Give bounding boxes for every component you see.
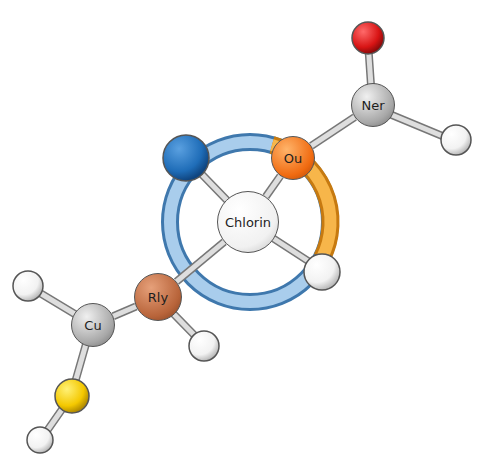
bond-stroke <box>266 176 281 197</box>
bond <box>113 306 136 316</box>
bond-lines <box>30 42 452 438</box>
atom-label: Ou <box>284 152 302 165</box>
atom-label: Chlorin <box>225 216 271 229</box>
bond-stroke <box>311 117 354 146</box>
atom-circle: Cu <box>71 303 115 347</box>
bond-stroke <box>113 306 136 316</box>
bond <box>176 242 224 282</box>
bond-stroke <box>266 176 281 197</box>
atoms <box>13 22 471 453</box>
bond-stroke <box>176 242 224 282</box>
center-atom: Chlorin <box>217 191 279 253</box>
atom-circle: Ou <box>271 136 315 180</box>
atom-label: Rly <box>148 291 168 304</box>
bond-stroke <box>311 117 354 146</box>
atom-circle: Rly <box>134 273 182 321</box>
bond <box>266 176 281 197</box>
atom-label: Cu <box>84 319 101 332</box>
atom-label: Ner <box>361 99 384 112</box>
atom-circle: Ner <box>351 83 395 127</box>
bond <box>311 117 354 146</box>
bond-stroke <box>176 242 224 282</box>
bond-stroke <box>113 306 136 316</box>
